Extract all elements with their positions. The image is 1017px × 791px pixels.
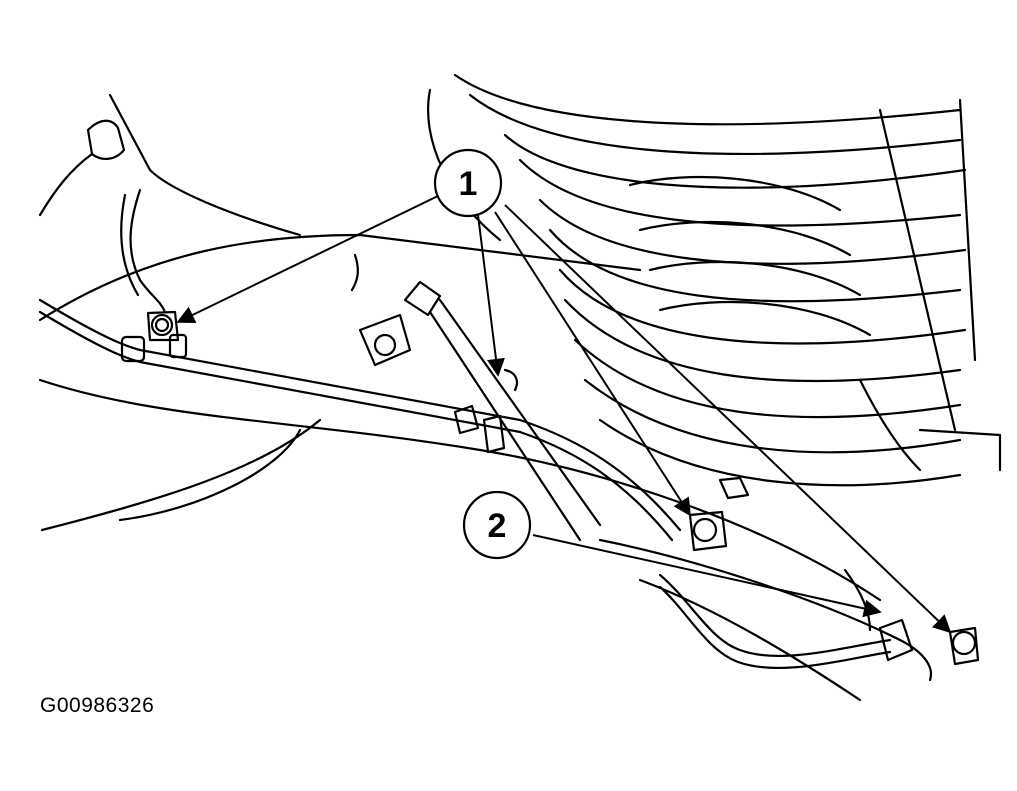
leader-2 bbox=[532, 534, 882, 618]
stabilizer-link bbox=[403, 280, 602, 542]
callout-1: 1 bbox=[433, 148, 503, 218]
leader-1a bbox=[176, 194, 441, 324]
upper-bracket bbox=[38, 93, 302, 314]
callout-1-label: 1 bbox=[459, 165, 478, 203]
cable-clips bbox=[120, 333, 933, 682]
coil-spring bbox=[427, 73, 967, 487]
line-art bbox=[38, 73, 1002, 702]
callout-2-label: 2 bbox=[488, 507, 507, 545]
bolts bbox=[146, 310, 980, 666]
callout-2-circle bbox=[462, 490, 532, 560]
figure-id: G00986326 bbox=[40, 694, 155, 717]
callout-1-circle bbox=[433, 148, 503, 218]
leader-1b bbox=[477, 214, 505, 377]
abs-sensor-cable bbox=[38, 298, 892, 670]
callout-2: 2 bbox=[462, 490, 532, 560]
leader-lines bbox=[176, 194, 952, 634]
strut-body bbox=[858, 98, 1002, 472]
leader-1c bbox=[494, 211, 691, 517]
leader-1d bbox=[504, 204, 952, 634]
